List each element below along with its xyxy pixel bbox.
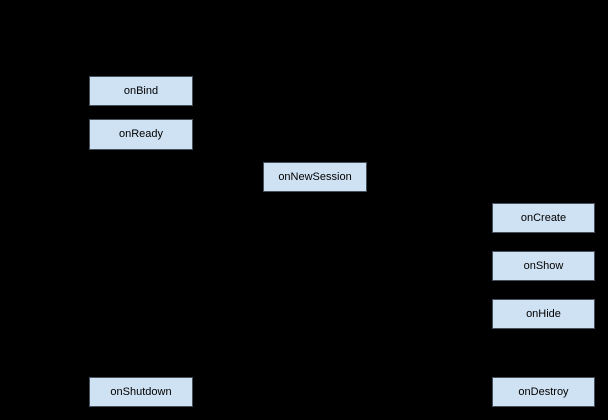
node-onDestroy: onDestroy: [492, 377, 595, 407]
node-onNewSession: onNewSession: [263, 162, 367, 192]
node-label: onDestroy: [518, 385, 569, 398]
node-label: onHide: [526, 307, 561, 320]
node-onBind: onBind: [89, 76, 193, 106]
node-onCreate: onCreate: [492, 203, 595, 233]
node-label: onNewSession: [278, 170, 352, 183]
node-onReady: onReady: [89, 119, 193, 150]
node-onHide: onHide: [492, 299, 595, 329]
node-label: onReady: [118, 128, 164, 140]
node-label: onShutdown: [110, 385, 172, 398]
node-label: onCreate: [520, 211, 567, 224]
node-label: onShow: [523, 259, 564, 272]
node-label: onBind: [123, 84, 159, 97]
node-onShutdown: onShutdown: [89, 377, 193, 407]
node-onShow: onShow: [492, 251, 595, 281]
